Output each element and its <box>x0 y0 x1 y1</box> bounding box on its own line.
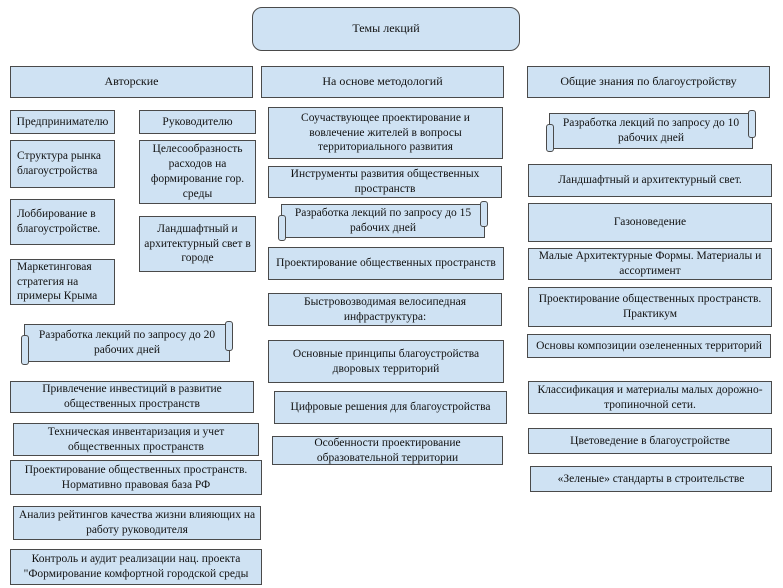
left-scroll-request: Разработка лекций по запросу до 20 рабоч… <box>21 321 233 365</box>
header-left-label: Авторские <box>104 74 159 89</box>
left-sub-manager: Руководителю <box>139 110 256 134</box>
right-item-1: Ландшафтный и архитектурный свет. <box>528 164 772 197</box>
left-item-0: Привлечение инвестиций в развитие общест… <box>10 381 254 413</box>
right-scroll-request-label: Разработка лекций по запросу до 10 рабоч… <box>562 117 740 144</box>
header-left: Авторские <box>10 66 253 98</box>
left-a-item-1: Лоббирование в благоустройстве. <box>10 199 115 245</box>
middle-scroll-request: Разработка лекций по запросу до 15 рабоч… <box>278 201 488 241</box>
left-item-3: Анализ рейтингов качества жизни влияющих… <box>13 506 261 540</box>
left-item-1: Техническая инвентаризация и учет общест… <box>13 423 259 456</box>
right-item-2: Газоноведение <box>528 203 772 242</box>
right-item-4-label: Проектирование общественных пространств.… <box>538 293 762 320</box>
left-a-item-0-label: Структура рынка благоустройства <box>17 150 101 177</box>
right-item-3: Малые Архитектурные Формы. Материалы и а… <box>528 248 772 280</box>
root-node: Темы лекций <box>252 7 520 51</box>
left-item-0-label: Привлечение инвестиций в развитие общест… <box>42 383 222 410</box>
right-item-7-label: Цветоведение в благоустройстве <box>570 434 730 447</box>
left-a-item-1-label: Лоббирование в благоустройстве. <box>17 208 101 235</box>
middle-item-5: Основные принципы благоустройства дворов… <box>268 340 504 383</box>
left-item-4: Контроль и аудит реализации нац. проекта… <box>10 549 262 585</box>
middle-item-0: Соучаствующее проектирование и вовлечени… <box>268 107 503 159</box>
middle-item-5-label: Основные принципы благоустройства дворов… <box>292 347 480 375</box>
right-item-5-label: Основы композиции озелененных территорий <box>536 339 762 352</box>
right-scroll-request: Разработка лекций по запросу до 10 рабоч… <box>546 110 756 152</box>
middle-item-3-label: Проектирование общественных пространств <box>276 257 496 270</box>
middle-scroll-request-label: Разработка лекций по запросу до 15 рабоч… <box>294 207 472 234</box>
left-a-item-2-label: Маркетинговая стратегия на примеры Крыма <box>17 260 98 303</box>
middle-item-3: Проектирование общественных пространств <box>268 247 504 280</box>
left-b-item-1: Ландшафтный и архитектурный свет в город… <box>139 216 256 272</box>
right-item-8-label: «Зеленые» стандарты в строительстве <box>557 472 745 485</box>
right-item-5: Основы композиции озелененных территорий <box>527 334 771 358</box>
middle-item-0-label: Соучаствующее проектирование и вовлечени… <box>301 111 470 154</box>
left-item-4-label: Контроль и аудит реализации нац. проекта… <box>23 553 249 580</box>
middle-item-7: Особенности проектирование образовательн… <box>272 436 503 465</box>
root-label: Темы лекций <box>352 21 420 36</box>
right-item-6: Классификация и материалы малых дорожно-… <box>528 381 772 414</box>
right-item-6-label: Классификация и материалы малых дорожно-… <box>537 383 763 411</box>
left-scroll-request-label: Разработка лекций по запросу до 20 рабоч… <box>38 329 216 356</box>
left-item-3-label: Анализ рейтингов качества жизни влияющих… <box>18 509 256 536</box>
right-item-2-label: Газоноведение <box>613 216 687 229</box>
header-middle-label: На основе методологий <box>322 74 443 89</box>
header-right: Общие знания по благоустройству <box>527 66 770 98</box>
left-a-item-0: Структура рынка благоустройства <box>10 140 115 188</box>
middle-item-6-label: Цифровые решения для благоустройства <box>290 401 491 414</box>
header-right-label: Общие знания по благоустройству <box>560 74 737 89</box>
right-item-7: Цветоведение в благоустройстве <box>528 428 772 454</box>
left-item-2: Проектирование общественных пространств.… <box>10 460 262 495</box>
left-b-item-1-label: Ландшафтный и архитектурный свет в город… <box>144 222 251 265</box>
right-item-8: «Зеленые» стандарты в строительстве <box>530 466 772 492</box>
header-middle: На основе методологий <box>261 66 504 98</box>
right-item-1-label: Ландшафтный и архитектурный свет. <box>558 174 742 187</box>
right-item-4: Проектирование общественных пространств.… <box>528 287 772 327</box>
middle-item-7-label: Особенности проектирование образовательн… <box>314 436 461 464</box>
left-a-item-2: Маркетинговая стратегия на примеры Крыма <box>10 259 115 305</box>
middle-item-6: Цифровые решения для благоустройства <box>274 391 507 424</box>
left-b-item-0: Целесообразность расходов на формировани… <box>139 140 256 204</box>
left-sub-entrepreneur-label: Предпринимателю <box>16 115 109 128</box>
left-b-item-0-label: Целесообразность расходов на формировани… <box>150 143 245 200</box>
middle-item-1-label: Инструменты развития общественных простр… <box>290 168 480 195</box>
middle-item-1: Инструменты развития общественных простр… <box>268 166 502 198</box>
middle-item-4: Быстровозводимая велосипедная инфраструк… <box>268 293 502 326</box>
right-item-3-label: Малые Архитектурные Формы. Материалы и а… <box>538 250 762 277</box>
left-item-1-label: Техническая инвентаризация и учет общест… <box>47 425 225 453</box>
left-sub-manager-label: Руководителю <box>162 115 233 128</box>
left-item-2-label: Проектирование общественных пространств.… <box>24 463 248 491</box>
left-sub-entrepreneur: Предпринимателю <box>10 110 115 134</box>
middle-item-4-label: Быстровозводимая велосипедная инфраструк… <box>304 295 466 323</box>
